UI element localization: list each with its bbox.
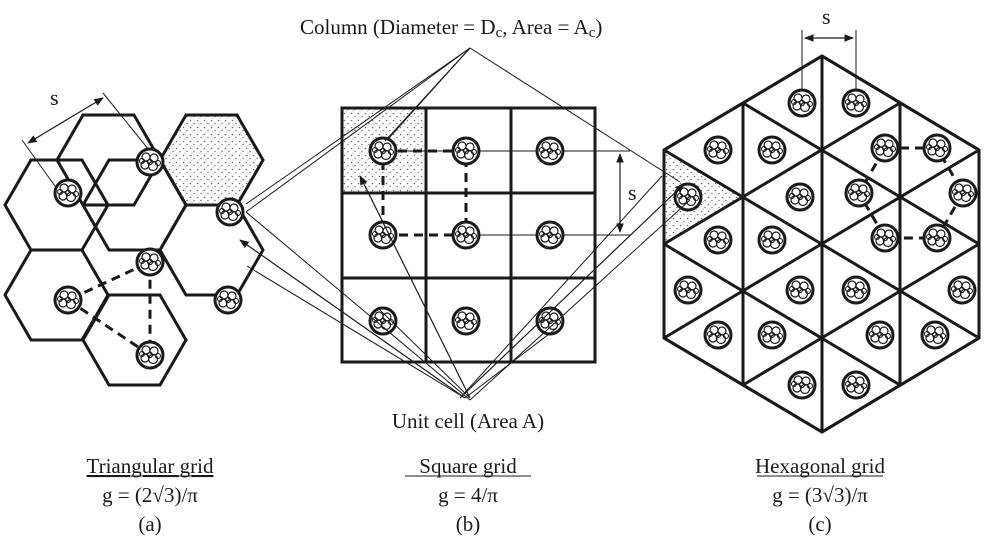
- column-icon: [135, 147, 165, 177]
- column-icon: [757, 135, 787, 165]
- column-icon: [535, 136, 565, 166]
- column-icon: [368, 220, 398, 250]
- spacing-label-b: s: [628, 180, 637, 205]
- column-icon: [368, 136, 398, 166]
- column-icon: [53, 178, 83, 208]
- column-icon: [920, 320, 950, 350]
- column-icon: [135, 340, 165, 370]
- column-icon: [787, 88, 817, 118]
- column-icon: [844, 178, 874, 208]
- column-icon: [870, 223, 900, 253]
- column-icon: [841, 275, 871, 305]
- panel-triangular-grid: s: [3, 85, 265, 387]
- column-icon: [870, 133, 900, 163]
- callout-lines: [245, 47, 691, 401]
- panel-formula-a: g = (2√3)/π: [102, 483, 198, 507]
- column-icon: [368, 306, 398, 336]
- unit-cell-shaded: [160, 115, 263, 205]
- column-icon: [757, 320, 787, 350]
- unit-cell-shaded: [664, 150, 743, 244]
- panel-title-a: Triangular grid: [87, 454, 214, 478]
- column-icon: [451, 306, 481, 336]
- column-icon: [922, 223, 952, 253]
- column-icon: [135, 247, 165, 277]
- spacing-label-c: s: [822, 4, 831, 29]
- column-icon: [947, 275, 977, 305]
- panel-formula-b: g = 4/π: [438, 483, 498, 507]
- column-icon: [841, 88, 871, 118]
- panel-hexagonal-grid: s: [662, 4, 981, 434]
- column-icon: [948, 178, 978, 208]
- column-icon: [865, 320, 895, 350]
- caption-a: Triangular grid g = (2√3)/π (a): [87, 454, 214, 536]
- panel-tag-b: (b): [456, 512, 481, 536]
- column-icon: [535, 220, 565, 250]
- column-icon: [703, 135, 733, 165]
- column-icon: [922, 133, 952, 163]
- caption-c: Hexagonal grid g = (3√3)/π (c): [755, 454, 886, 536]
- panel-square-grid: s: [340, 106, 637, 364]
- panel-title-b: Square grid: [419, 454, 517, 478]
- column-icon: [215, 197, 245, 227]
- spacing-label-a: s: [50, 85, 59, 110]
- column-icon: [841, 370, 871, 400]
- column-icon: [451, 136, 481, 166]
- column-icon: [451, 220, 481, 250]
- panel-tag-a: (a): [138, 512, 161, 536]
- panel-formula-c: g = (3√3)/π: [772, 483, 868, 507]
- column-icon: [53, 285, 83, 315]
- column-icon: [785, 182, 815, 212]
- triangle-cells: [662, 54, 981, 434]
- unit-cell-callout-label: Unit cell (Area A): [392, 409, 544, 433]
- column-icon: [785, 275, 815, 305]
- column-icon: [673, 182, 703, 212]
- panel-tag-c: (c): [808, 512, 831, 536]
- column-icon: [757, 225, 787, 255]
- panel-title-c: Hexagonal grid: [755, 454, 886, 478]
- column-icon: [703, 320, 733, 350]
- column-icon: [787, 370, 817, 400]
- caption-b: Square grid g = 4/π (b): [405, 454, 531, 536]
- column-callout-label: Column (Diameter = Dc, Area = Ac): [300, 15, 602, 41]
- column-icon: [703, 225, 733, 255]
- column-icon: [673, 275, 703, 305]
- column-icon: [213, 285, 243, 315]
